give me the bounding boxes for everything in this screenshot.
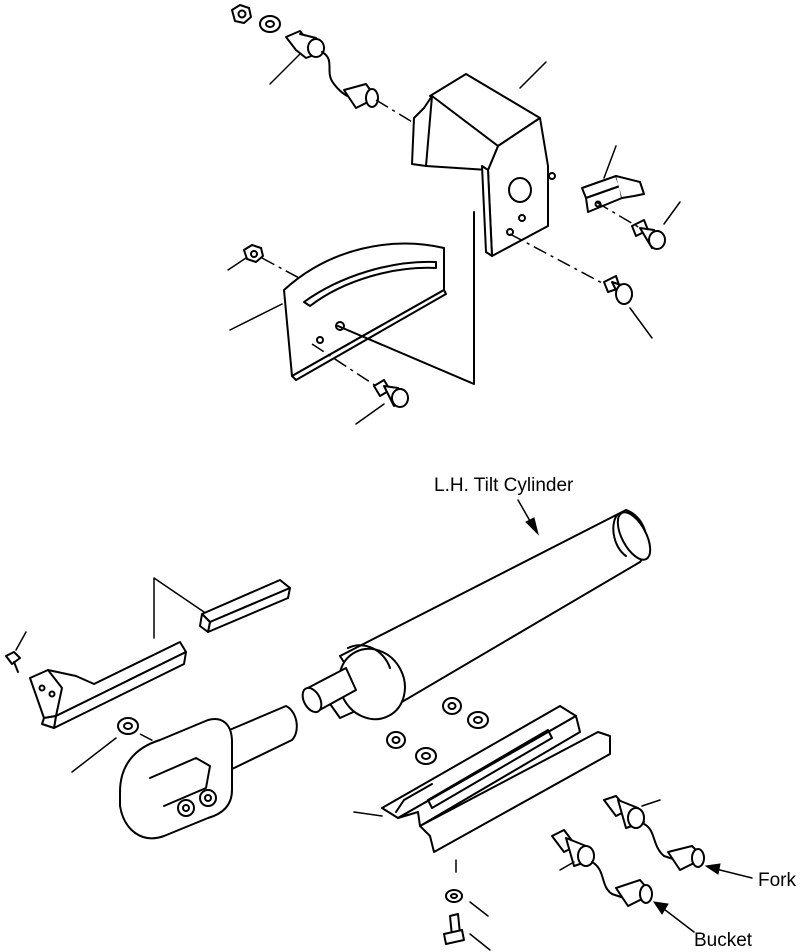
bolt-centerline xyxy=(595,201,641,229)
bolt-mid-right xyxy=(603,275,633,305)
left-nut-leader xyxy=(227,257,247,271)
channel-leader xyxy=(353,811,383,817)
tilt-cylinder xyxy=(301,509,652,721)
long-rail-bracket xyxy=(29,641,187,729)
washer-clevis xyxy=(117,717,139,735)
bucket-sensor-leader xyxy=(559,861,575,871)
rod-clevis xyxy=(119,705,298,840)
fork-sensor-leader xyxy=(641,799,661,807)
short-rail xyxy=(199,579,291,633)
channel-bracket xyxy=(381,705,611,853)
sensor-bracket-housing xyxy=(411,73,556,257)
bucket-sensor-wire xyxy=(591,861,625,899)
bucket-arrowhead xyxy=(652,901,669,915)
bolt-upper-right-leader xyxy=(663,201,681,225)
clamp-leader xyxy=(603,145,617,179)
bracket-leader xyxy=(519,61,547,89)
channel-washer-1 xyxy=(467,711,489,729)
fork-sensor-wire xyxy=(643,823,677,861)
bucket-arrow-line xyxy=(659,905,695,933)
fork-proximity-sensor xyxy=(603,795,645,829)
top-proximity-sensor xyxy=(285,30,325,59)
clamp-plate xyxy=(581,175,645,213)
cylinder-arrowhead xyxy=(525,517,539,536)
cylinder-label: L.H. Tilt Cylinder xyxy=(434,475,574,496)
bolt-mid-right-leader xyxy=(629,307,653,339)
bottom-bolt xyxy=(443,913,465,945)
fork-connector xyxy=(667,845,705,871)
bolt-lower-left-leader xyxy=(355,403,385,425)
washer-clevis-leader xyxy=(71,737,117,773)
channel-nut-2 xyxy=(386,731,406,749)
sector-plate-leader xyxy=(229,303,283,331)
bolt-lower-left xyxy=(373,379,409,408)
fork-label: Fork xyxy=(758,870,796,891)
bottom-nut xyxy=(445,889,463,903)
bolt-mid-centerline xyxy=(509,233,605,285)
sector-to-housing-line xyxy=(337,211,475,385)
bottom-nut-leader xyxy=(469,901,489,917)
small-screw-leader xyxy=(15,631,27,651)
channel-washer-2 xyxy=(415,747,437,765)
channel-nut-1 xyxy=(442,697,462,715)
bolt-upper-right xyxy=(631,219,666,250)
bucket-connector xyxy=(615,879,653,907)
bucket-label: Bucket xyxy=(694,930,753,951)
rail-leader-v xyxy=(153,577,205,639)
top-sensor-leader xyxy=(269,53,301,85)
top-nut xyxy=(231,4,252,24)
small-screw xyxy=(5,651,21,673)
bucket-proximity-sensor xyxy=(551,829,595,867)
fork-arrowhead xyxy=(704,863,721,875)
top-washer xyxy=(259,15,281,33)
bottom-bolt-leader xyxy=(469,933,491,951)
top-connector xyxy=(343,83,379,109)
sector-plate xyxy=(283,242,447,381)
left-nut xyxy=(243,244,264,263)
bolt-lower-centerline xyxy=(311,343,377,387)
